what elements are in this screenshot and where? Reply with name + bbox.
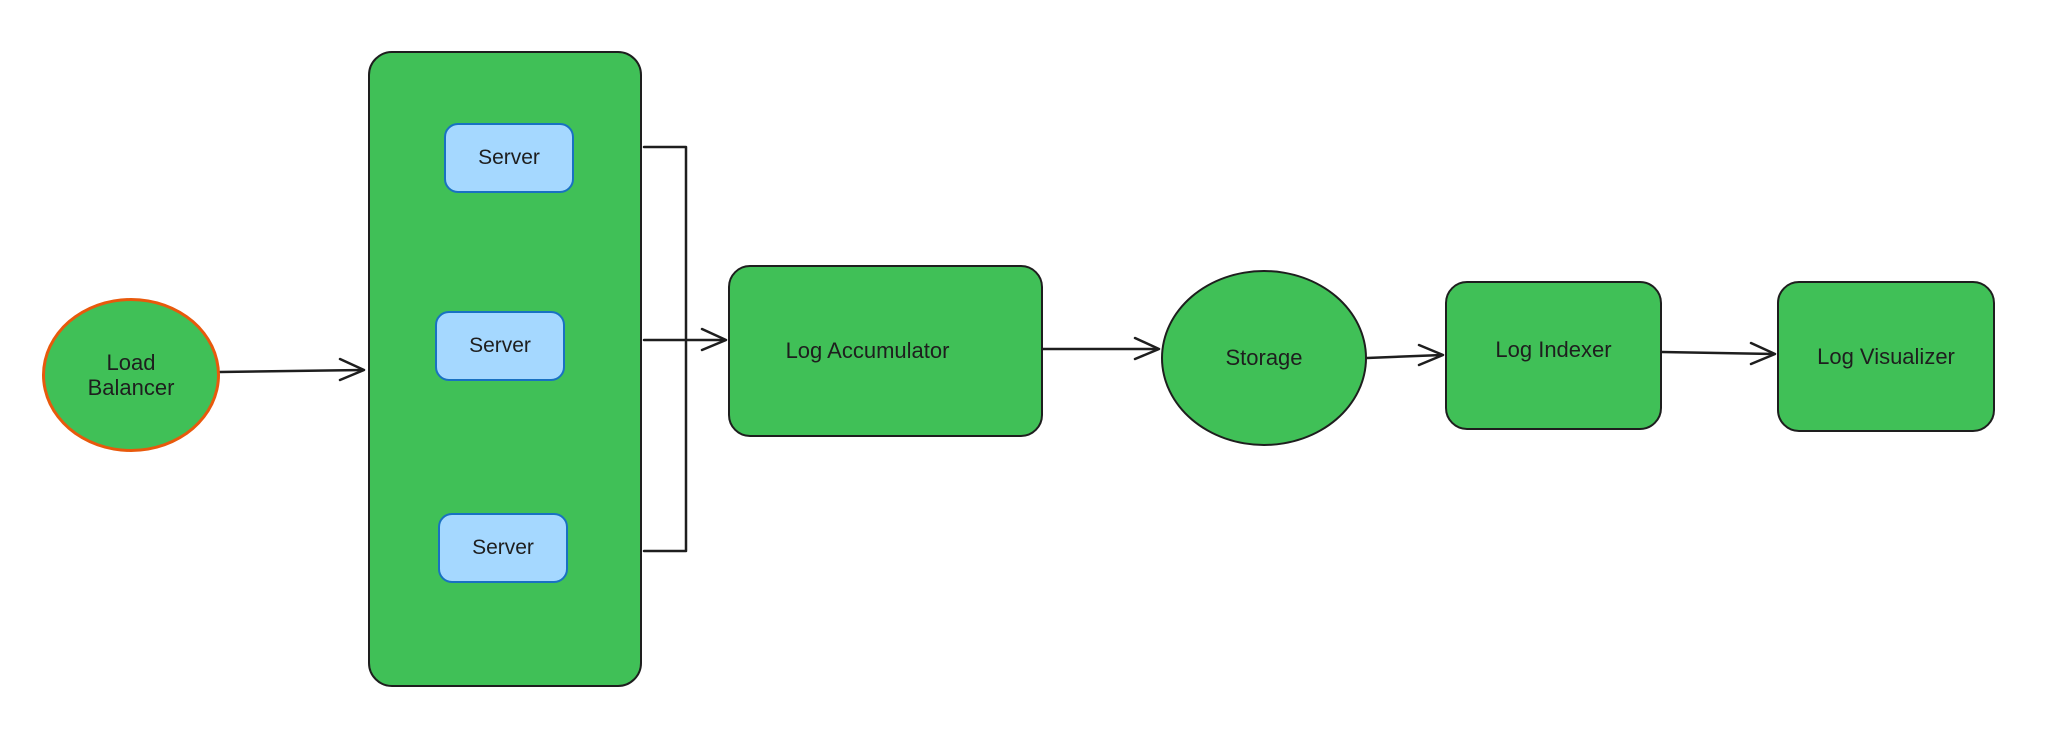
server-node[interactable]: Server [435, 311, 565, 381]
log-visualizer-node[interactable]: Log Visualizer [1777, 281, 1995, 432]
arrow-lb-to-servers [218, 368, 365, 374]
log-accumulator-node[interactable]: Log Accumulator [728, 265, 1043, 437]
server-node[interactable]: Server [444, 123, 574, 193]
log-indexer-label: Log Indexer [1495, 336, 1612, 362]
arrow-storage-to-indexer [1365, 353, 1444, 360]
log-indexer-node[interactable]: Log Indexer [1445, 281, 1662, 430]
arrowhead-accumulator-to-storage [1133, 336, 1161, 361]
load-balancer-node[interactable]: Load Balancer [42, 298, 220, 452]
arrowhead-lb-to-servers [338, 357, 366, 382]
arrowhead-storage-to-indexer [1417, 343, 1445, 367]
server-node[interactable]: Server [438, 513, 568, 583]
log-accumulator-label: Log Accumulator [785, 338, 950, 364]
server-output-bracket [642, 145, 688, 553]
arrowhead-indexer-to-visualizer [1749, 341, 1777, 366]
storage-node[interactable]: Storage [1161, 270, 1367, 446]
arrow-indexer-to-visualizer [1660, 350, 1776, 356]
arrowhead-servers-to-accumulator [700, 327, 728, 352]
